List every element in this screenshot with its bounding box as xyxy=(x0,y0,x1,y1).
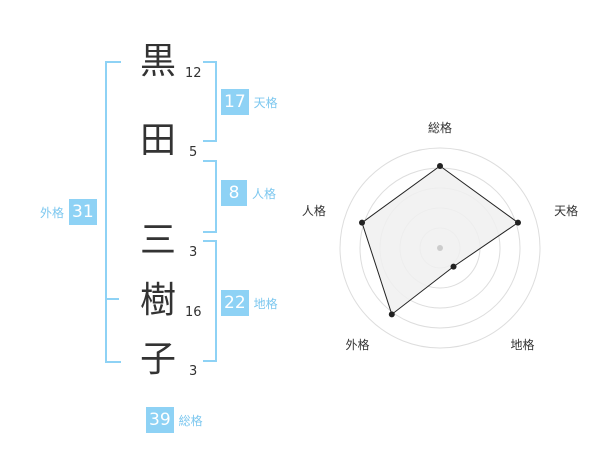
radar-axis-label-4: 外格 xyxy=(345,337,369,352)
jinkaku-value: 8 xyxy=(221,180,247,206)
gaikaku-badge: 外格 31 xyxy=(40,199,97,225)
radar-point-5 xyxy=(359,219,366,226)
radar-center-dot xyxy=(437,245,443,251)
name-char-3: 三 xyxy=(139,220,176,261)
soukaku-badge: 39 総格 xyxy=(146,407,203,433)
radar-axis-label-5: 人格 xyxy=(302,203,326,218)
jinkaku-label: 人格 xyxy=(252,186,277,201)
name-char-2: 田 xyxy=(139,120,176,161)
tenkaku-badge: 17 天格 xyxy=(221,89,278,115)
radar-polygon xyxy=(361,165,519,316)
name-char-1: 黒 xyxy=(139,41,176,82)
chikaku-bracket xyxy=(203,240,217,362)
stroke-count-4: 16 xyxy=(185,305,202,320)
tenkaku-value: 17 xyxy=(221,89,249,115)
gaikaku-value: 31 xyxy=(69,199,97,225)
radar-point-1 xyxy=(437,163,443,169)
soukaku-label: 総格 xyxy=(178,413,203,428)
radar-axis-label-1: 総格 xyxy=(428,120,452,135)
jinkaku-badge: 8 人格 xyxy=(221,180,276,206)
stroke-count-3: 3 xyxy=(189,245,198,260)
name-char-5: 子 xyxy=(139,339,176,380)
stroke-count-1: 12 xyxy=(185,66,202,81)
gaikaku-bracket-join xyxy=(105,298,119,300)
tenkaku-bracket xyxy=(203,61,217,142)
stroke-count-5: 3 xyxy=(189,364,198,379)
jinkaku-bracket xyxy=(203,160,217,233)
chikaku-badge: 22 地格 xyxy=(221,290,278,316)
radar-point-4 xyxy=(388,311,395,318)
name-char-4: 樹 xyxy=(139,280,176,321)
radar-ring-5 xyxy=(339,147,541,349)
gaikaku-bracket xyxy=(105,61,121,363)
radar-axis-label-2: 天格 xyxy=(554,203,578,218)
gaikaku-label: 外格 xyxy=(40,205,65,220)
radar-axis-label-3: 地格 xyxy=(511,337,535,352)
chikaku-label: 地格 xyxy=(253,296,278,311)
tenkaku-label: 天格 xyxy=(253,95,278,110)
chikaku-value: 22 xyxy=(221,290,249,316)
radar-point-3 xyxy=(450,263,457,270)
radar-point-2 xyxy=(514,219,521,226)
soukaku-value: 39 xyxy=(146,407,174,433)
stroke-count-2: 5 xyxy=(189,145,198,160)
